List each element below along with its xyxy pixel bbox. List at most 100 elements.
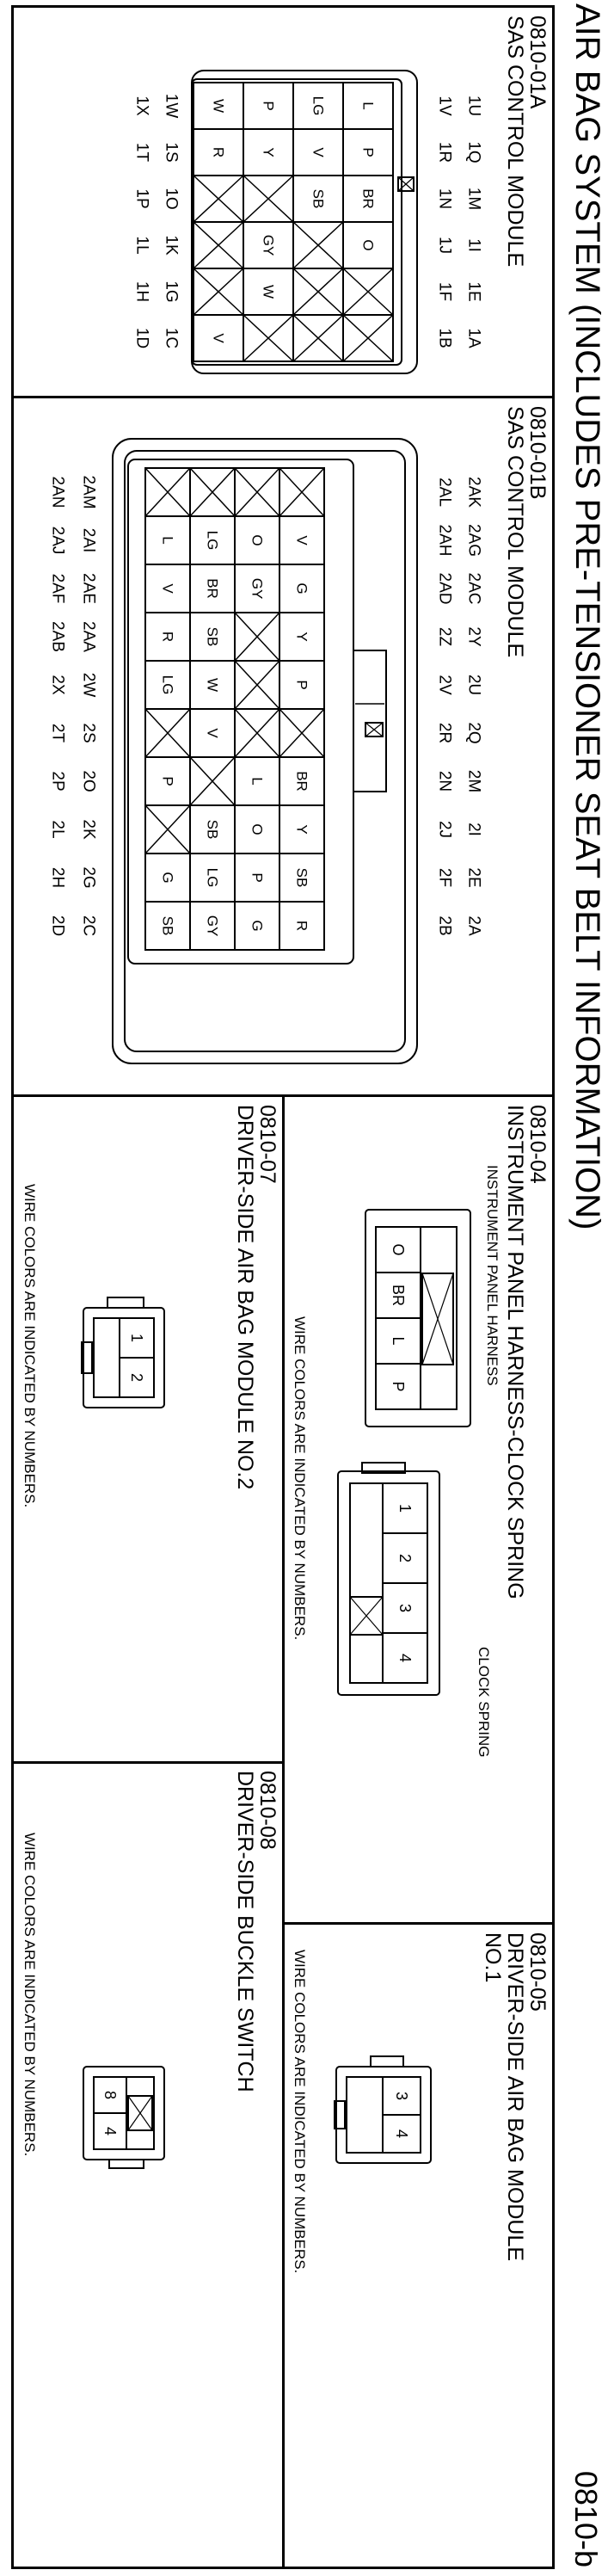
pin-label-row3-0: 2AM xyxy=(80,475,98,508)
connector-04-name: INSTRUMENT PANEL HARNESS-CLOCK SPRING xyxy=(503,1105,527,1599)
latch-x2 xyxy=(397,176,415,192)
wire-color: O xyxy=(249,534,266,545)
wire-color: Y xyxy=(261,147,277,157)
blank-cavity-x2 xyxy=(193,175,244,223)
cavity xyxy=(193,314,244,362)
blank-cavity-x2 xyxy=(234,467,280,517)
pin-label-bottom-7: 2L xyxy=(49,820,67,838)
clock-spring-pin-number: 2 xyxy=(396,1554,414,1562)
pin-label-row1-5: 2R xyxy=(436,723,454,743)
pin-label-row1-4: 1F xyxy=(436,282,454,301)
airbag-2-pin-number: 2 xyxy=(128,1373,145,1382)
wire-color: V xyxy=(310,147,327,157)
blank-cavity-x2 xyxy=(193,221,244,269)
buckle-latch xyxy=(127,2095,153,2131)
connector-01b-code: 0810-01B xyxy=(525,406,550,500)
clock-spring-latch-x2 xyxy=(349,1596,384,1636)
wire-color: LG xyxy=(205,531,221,551)
pin-label-bottom-4: 1H xyxy=(133,281,151,302)
pin-label-row3-3: 2AA xyxy=(80,621,98,652)
wire-color-note-04: WIRE COLORS ARE INDICATED BY NUMBERS. xyxy=(292,1316,308,1641)
airbag-1-side-tab xyxy=(370,2055,404,2068)
wire-color: V xyxy=(294,535,310,545)
pin-label-row3-7: 2K xyxy=(80,819,98,840)
airbag-1-pin-number: 4 xyxy=(393,2129,410,2138)
instrument-panel-harness-label: INSTRUMENT PANEL HARNESS xyxy=(484,1165,501,1386)
wire-color: GY xyxy=(205,915,221,937)
pin-label-bottom-1: 1T xyxy=(133,143,151,163)
pin-label-top-9: 2A xyxy=(465,915,483,936)
connector-08-name: DRIVER-SIDE BUCKLE SWITCH xyxy=(233,1771,257,2092)
airbag-2-latch xyxy=(81,1341,93,1374)
harness-wire-color: O xyxy=(390,1243,407,1255)
wire-color: R xyxy=(211,147,227,157)
buckle-pin-number: 4 xyxy=(101,2127,119,2135)
blank-cavity-x2 xyxy=(292,314,344,362)
wire-color: W xyxy=(261,285,277,299)
blank-cavity-x2 xyxy=(292,268,344,316)
airbag-1-pin-number: 3 xyxy=(393,2092,410,2100)
cavity xyxy=(144,901,191,951)
connector-01b-name: SAS CONTROL MODULE xyxy=(503,406,527,658)
blank-cavity-x2 xyxy=(234,612,280,662)
pin-label-top-6: 2M xyxy=(465,770,483,792)
wire-color: W xyxy=(205,678,221,692)
wire-color: SB xyxy=(310,189,327,209)
connector-01a-diagram: 1U1Q1M1I1E1A1V1R1N1J1F1B1W1S1O1K1G1C1X1T… xyxy=(133,70,483,374)
wire-color: BR xyxy=(205,578,221,599)
wire-color: LG xyxy=(160,675,176,695)
pin-label-row1-3: 1J xyxy=(436,237,454,254)
pin-label-bottom-0: 1X xyxy=(133,96,151,116)
wire-color: V xyxy=(160,583,176,594)
pin-label-row1-1: 2AH xyxy=(436,525,454,557)
wire-color: GY xyxy=(261,235,277,256)
wire-color: SB xyxy=(160,916,176,936)
pin-label-top-4: 1E xyxy=(465,281,483,301)
clock-spring-pin-number: 4 xyxy=(396,1654,414,1662)
connector-05-name: DRIVER-SIDE AIR BAG MODULE xyxy=(503,1932,527,2262)
harness-pin-cell xyxy=(375,1363,421,1410)
wire-color: SB xyxy=(205,820,221,840)
clock-spring-pin-cell xyxy=(382,1632,428,1684)
wire-color: BR xyxy=(360,188,377,209)
pin-label-row3-4: 2W xyxy=(80,673,98,698)
pin-label-top-2: 2AC xyxy=(465,573,483,605)
pin-label-top-1: 1Q xyxy=(465,141,483,163)
pin-label-row1-2: 1N xyxy=(436,188,454,209)
pin-label-top-5: 2Q xyxy=(465,722,483,743)
pin-label-row1-0: 2AL xyxy=(436,478,454,507)
clock-spring-pin-number: 3 xyxy=(396,1604,414,1612)
pin-label-row3-0: 1W xyxy=(163,94,181,119)
divider-07-08 xyxy=(11,1761,285,1764)
pin-label-bottom-2: 1P xyxy=(133,188,151,208)
connector-01b-lock-tab xyxy=(353,650,387,792)
connector-04-code: 0810-04 xyxy=(525,1105,550,1184)
blank-cavity-x2 xyxy=(243,314,294,362)
pin-label-row3-1: 1S xyxy=(163,142,181,162)
harness-connector-body xyxy=(365,1209,471,1427)
connector-01b-body xyxy=(112,438,418,1064)
divider-01a-01b xyxy=(11,396,555,398)
wire-color: Y xyxy=(294,824,310,834)
pin-label-top-1: 2AG xyxy=(465,524,483,557)
wire-color: BR xyxy=(294,771,310,792)
page-code: 0810-b xyxy=(568,2470,604,2567)
pin-label-bottom-8: 2H xyxy=(49,867,67,888)
pin-label-row1-0: 1V xyxy=(436,96,454,116)
clock-spring-label: CLOCK SPRING xyxy=(476,1647,492,1758)
airbag-2-side-tab xyxy=(107,1297,144,1309)
blank-cavity-x2 xyxy=(342,314,394,362)
connector-01a-code: 0810-01A xyxy=(525,15,550,109)
wire-color: P xyxy=(360,147,377,157)
pin-label-top-8: 2E xyxy=(465,867,483,887)
wire-color: G xyxy=(249,920,266,931)
pin-label-bottom-3: 2AB xyxy=(49,621,67,652)
wire-color: SB xyxy=(294,868,310,888)
pin-label-row1-6: 2N xyxy=(436,771,454,792)
pin-label-bottom-1: 2AJ xyxy=(49,527,67,555)
connector-07-code: 0810-07 xyxy=(255,1105,279,1184)
pin-label-row1-3: 2Z xyxy=(436,627,454,647)
clock-spring-connector-body xyxy=(337,1470,440,1696)
